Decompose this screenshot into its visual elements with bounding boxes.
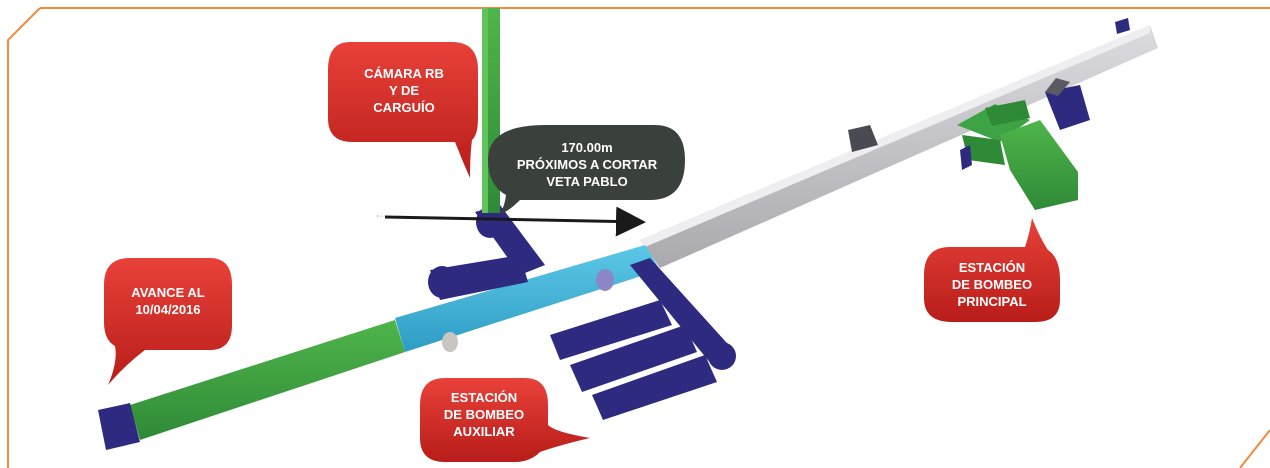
distance-arrow-back	[376, 215, 641, 223]
camara-structure	[428, 205, 545, 300]
callout-distance-line1: 170.00m	[561, 140, 612, 155]
callout-distance: 170.00m PRÓXIMOS A CORTAR VETA PABLO	[488, 125, 685, 214]
callout-principal-line2: DE BOMBEO	[952, 277, 1032, 292]
callout-auxiliar-line2: DE BOMBEO	[444, 407, 524, 422]
callout-bombeo-auxiliar: ESTACIÓN DE BOMBEO AUXILIAR	[420, 378, 590, 462]
distance-arrow	[384, 206, 646, 237]
auxiliary-pump-station	[550, 258, 736, 420]
callout-avance: AVANCE AL 10/04/2016	[104, 258, 232, 385]
callout-principal-line1: ESTACIÓN	[959, 260, 1025, 275]
tunnel-end-cap	[98, 403, 140, 450]
callout-distance-line2: PRÓXIMOS A CORTAR	[517, 157, 658, 172]
callout-principal-line3: PRINCIPAL	[957, 294, 1026, 309]
callout-auxiliar-line3: AUXILIAR	[453, 424, 515, 439]
callout-avance-line1: AVANCE AL	[131, 285, 204, 300]
callout-distance-line3: VETA PABLO	[546, 174, 627, 189]
tunnel-marker	[596, 269, 614, 291]
orange-frame	[7, 7, 1270, 468]
tunnel-marker	[442, 332, 458, 352]
callout-auxiliar-line1: ESTACIÓN	[451, 390, 517, 405]
blue-tunnel	[395, 245, 660, 352]
callout-camara-line1: CÁMARA RB	[364, 66, 444, 81]
principal-pump-station	[848, 78, 1090, 210]
callout-bombeo-principal: ESTACIÓN DE BOMBEO PRINCIPAL	[924, 218, 1060, 322]
green-tunnel	[130, 320, 405, 440]
callout-camara-line3: CARGUÍO	[373, 100, 434, 115]
callout-camara: CÁMARA RB Y DE CARGUÍO	[328, 42, 478, 178]
grey-tunnel	[640, 18, 1158, 268]
callout-avance-line2: 10/04/2016	[135, 302, 200, 317]
callout-camara-line2: Y DE	[389, 83, 419, 98]
